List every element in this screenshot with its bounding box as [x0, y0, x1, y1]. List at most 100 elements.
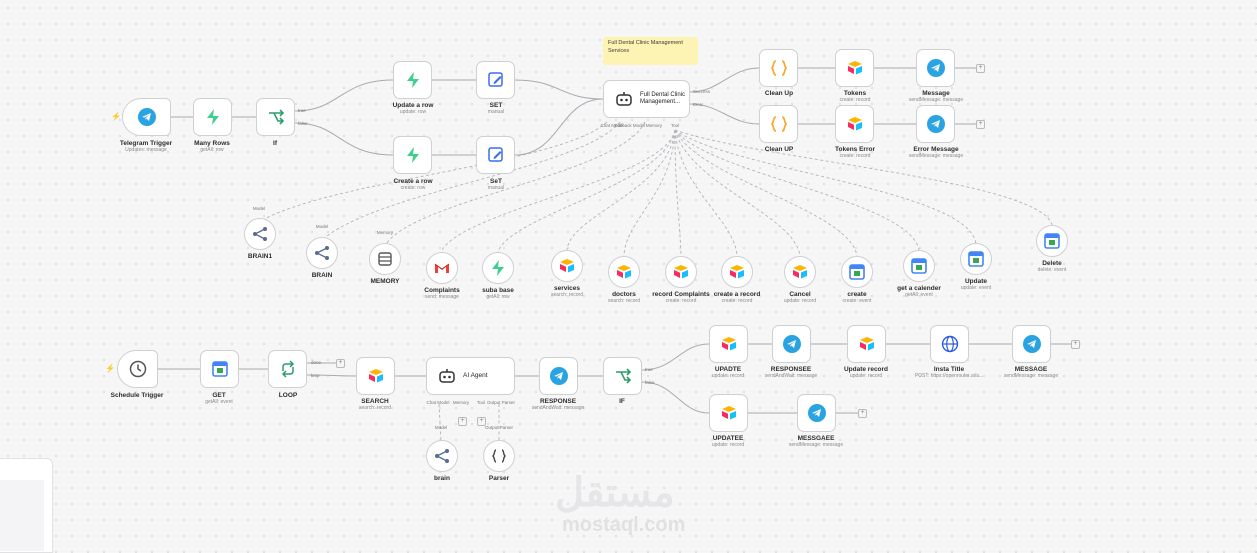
- node-telegram-trigger[interactable]: [122, 98, 171, 136]
- node-set[interactable]: [476, 61, 515, 99]
- node-responsee[interactable]: [772, 325, 811, 363]
- port-if-true: true: [298, 108, 306, 113]
- port-ai-agent-tool: Tool: [476, 400, 486, 405]
- node-schedule-trigger[interactable]: [117, 350, 158, 388]
- if-branch-icon: [613, 366, 633, 386]
- gmail-icon: [432, 258, 452, 278]
- port-ai-agent-chat-model: Chat Model: [426, 400, 450, 405]
- port-agent-memory: Memory: [645, 123, 663, 128]
- node-delete[interactable]: [1036, 225, 1068, 257]
- node-brain[interactable]: [306, 237, 338, 269]
- airtable-icon: [727, 262, 747, 282]
- label-schedule-trigger: Schedule Trigger: [110, 392, 164, 399]
- node-response[interactable]: [539, 357, 578, 395]
- node-updatte[interactable]: [709, 325, 748, 363]
- node-record-complaints[interactable]: [665, 256, 697, 288]
- node-complaints[interactable]: [426, 252, 458, 284]
- port-loop-loop: loop: [311, 373, 320, 378]
- node-dental-agent[interactable]: Full Dental Clinic Management...: [603, 80, 690, 118]
- add-node-button[interactable]: +: [1071, 340, 1080, 349]
- node-clean-up-2[interactable]: [759, 105, 798, 143]
- node-doctors[interactable]: [608, 256, 640, 288]
- node-cancel[interactable]: [784, 256, 816, 288]
- node-update-record[interactable]: [847, 325, 886, 363]
- node-brain-2[interactable]: [426, 440, 458, 472]
- add-node-button[interactable]: +: [976, 120, 985, 129]
- trigger-bolt-icon: ⚡: [111, 112, 121, 121]
- telegram-icon: [926, 114, 946, 134]
- node-search[interactable]: [356, 357, 395, 395]
- add-node-button[interactable]: +: [477, 417, 486, 426]
- globe-icon: [940, 334, 960, 354]
- add-node-button[interactable]: +: [336, 359, 345, 368]
- airtable-icon: [671, 262, 691, 282]
- port-ai-agent-output-parser: Output Parser: [486, 400, 516, 405]
- node-if-2[interactable]: [603, 357, 642, 395]
- node-clean-up[interactable]: [759, 49, 798, 87]
- model-share-icon: [250, 224, 270, 244]
- node-update-row[interactable]: [393, 61, 432, 99]
- add-node-button[interactable]: +: [458, 417, 467, 426]
- node-get-calender[interactable]: [903, 250, 935, 282]
- label-if-2: IF: [619, 398, 625, 405]
- supabase-icon: [203, 107, 223, 127]
- node-create-record[interactable]: [721, 256, 753, 288]
- node-get[interactable]: [200, 350, 239, 388]
- node-suba-base[interactable]: [482, 252, 514, 284]
- node-many-rows[interactable]: [193, 98, 232, 136]
- node-update[interactable]: [960, 243, 992, 275]
- node-if[interactable]: [256, 98, 295, 136]
- node-set-2[interactable]: [476, 136, 515, 174]
- node-updatee[interactable]: [709, 394, 748, 432]
- port-ai-agent-memory: Memory: [452, 400, 470, 405]
- add-node-button[interactable]: +: [976, 64, 985, 73]
- google-calendar-icon: [210, 359, 230, 379]
- label-brain1: BRAIN1: [247, 253, 273, 260]
- node-error-message[interactable]: [916, 105, 955, 143]
- node-create[interactable]: [841, 256, 873, 288]
- model-share-icon: [432, 446, 452, 466]
- sticky-note[interactable]: Full Dental Clinic Management Services: [603, 37, 698, 65]
- code-braces-icon: [489, 446, 509, 466]
- node-parser[interactable]: [483, 440, 515, 472]
- add-node-button[interactable]: +: [858, 409, 867, 418]
- port-if2-true: true: [645, 367, 653, 372]
- node-memory[interactable]: [369, 243, 401, 275]
- node-message[interactable]: [916, 49, 955, 87]
- node-tokens[interactable]: [835, 49, 874, 87]
- node-tokens-error[interactable]: [835, 105, 874, 143]
- node-message-2[interactable]: [1012, 325, 1051, 363]
- airtable-icon: [366, 366, 386, 386]
- node-services[interactable]: [551, 250, 583, 282]
- telegram-icon: [549, 366, 569, 386]
- node-brain1[interactable]: [244, 218, 276, 250]
- node-ai-agent[interactable]: AI Agent: [426, 357, 515, 395]
- node-loop[interactable]: [268, 350, 307, 388]
- node-messgaee[interactable]: [797, 394, 836, 432]
- port-memory: Memory: [376, 230, 394, 235]
- node-create-row[interactable]: [393, 136, 432, 174]
- node-insta-title[interactable]: [930, 325, 969, 363]
- port-if-false: false: [298, 121, 308, 126]
- port-brain-2-model: Model: [434, 425, 448, 430]
